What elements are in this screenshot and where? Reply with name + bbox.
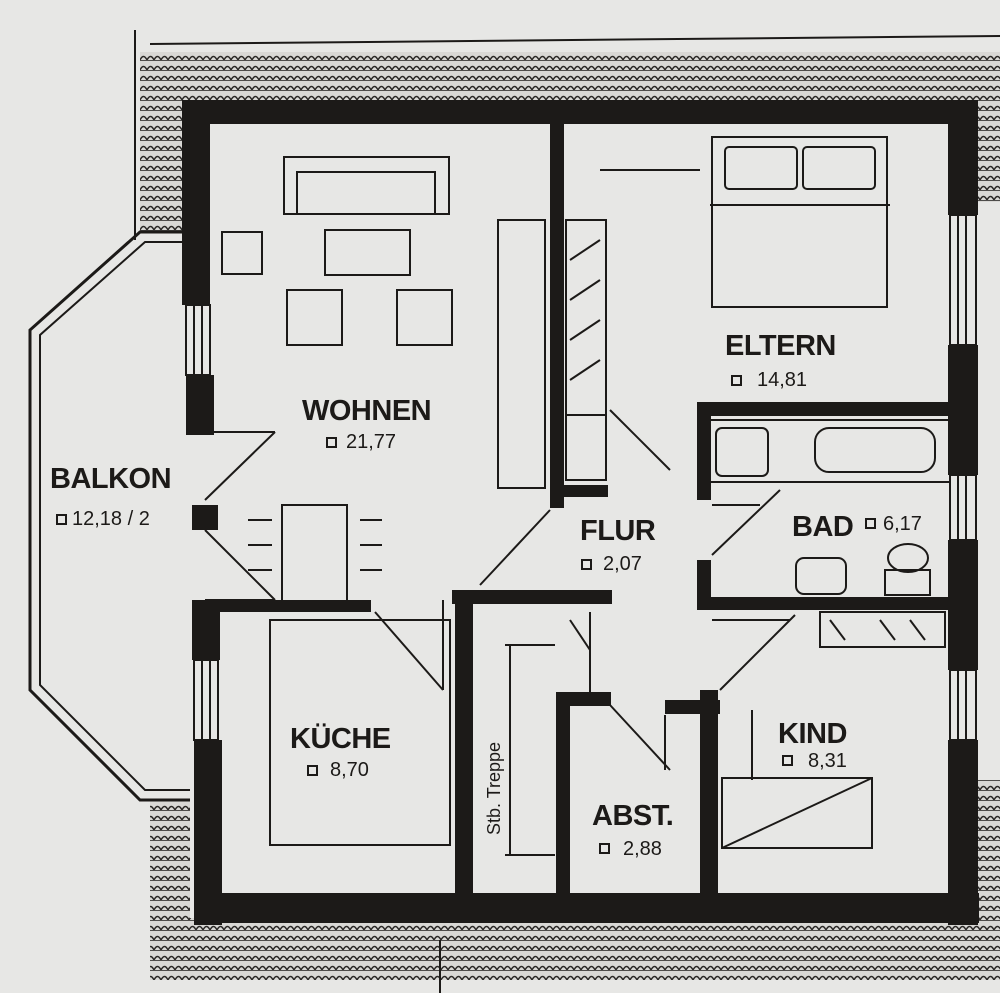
exterior-walls [182,100,979,925]
room-label-bad: BAD [792,511,853,543]
room-label-kueche: KÜCHE [290,722,391,755]
room-label-abst: ABST. [592,800,673,832]
room-area-abst: 2,88 [623,838,662,860]
doors [204,409,796,771]
room-labels: BALKON 12,18 / 2 WOHNEN 21,77 ELTERN 14,… [50,330,922,860]
room-area-kueche: 8,70 [330,759,369,781]
room-label-kind: KIND [778,718,847,750]
roof-tiles [134,30,1000,993]
room-label-wohnen: WOHNEN [302,395,431,427]
balcony-outline [28,230,190,802]
room-area-eltern: 14,81 [757,369,807,391]
room-label-flur: FLUR [580,515,656,547]
room-area-kind: 8,31 [808,750,847,772]
stair-label: Stb. Treppe [484,742,504,835]
furniture [204,136,951,856]
room-label-balkon: BALKON [50,463,171,495]
room-area-bad: 6,17 [883,513,922,535]
room-area-balkon: 12,18 / 2 [72,508,150,530]
windows [185,214,977,741]
room-area-wohnen: 21,77 [346,431,396,453]
room-area-flur: 2,07 [603,553,642,575]
room-label-eltern: ELTERN [725,330,836,362]
interior-walls [196,118,952,922]
